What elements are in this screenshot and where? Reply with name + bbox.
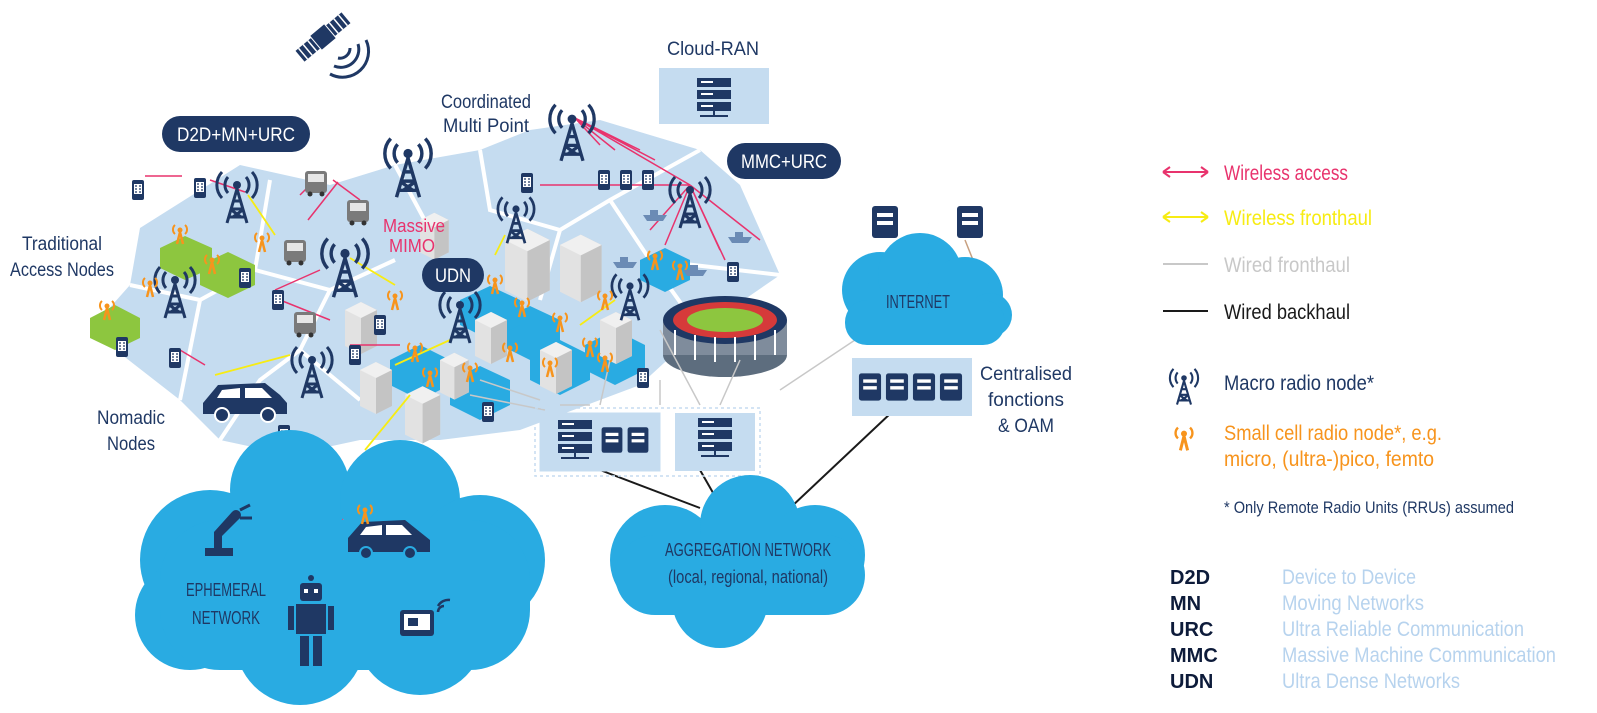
nomadic-label-line1: Nomadic xyxy=(97,408,165,429)
centralised-functions-label: Centralised fonctions & OAM xyxy=(980,364,1072,437)
centralised-line2: fonctions xyxy=(988,390,1064,411)
legend: Wireless access Wireless fronthaul Wired… xyxy=(1162,162,1514,517)
legend-small-cell-icon xyxy=(1174,426,1194,452)
stadium-icon xyxy=(663,296,787,377)
legend-wired-fronthaul-label: Wired fronthaul xyxy=(1224,254,1350,277)
robot-arm-icon xyxy=(205,503,252,556)
internet-label: INTERNET xyxy=(886,292,950,312)
satellite-signal-icon xyxy=(329,39,371,79)
aggregation-network-cloud xyxy=(610,475,865,648)
legend-small-cell-line1: Small cell radio node*, e.g. xyxy=(1224,422,1442,445)
mmc-badge: MMC+URC xyxy=(727,143,841,179)
legend-wired-fronthaul: Wired fronthaul xyxy=(1163,254,1350,277)
legend-wireless-fronthaul: Wireless fronthaul xyxy=(1162,207,1372,230)
wired-fronthaul-lines xyxy=(469,329,856,411)
traditional-label-line1: Traditional xyxy=(22,234,102,255)
abbr-mmc: MMC xyxy=(1170,645,1218,667)
abbr-urc: URC xyxy=(1170,619,1213,641)
traditional-label-line2: Access Nodes xyxy=(10,260,114,281)
abbr-urc-meaning: Ultra Reliable Communication xyxy=(1282,618,1524,641)
ephemeral-network-label: EPHEMERAL NETWORK xyxy=(186,580,266,628)
edge-server-box xyxy=(534,407,761,477)
massive-mimo-line2: MIMO xyxy=(389,236,435,256)
legend-wireless-access: Wireless access xyxy=(1162,162,1348,185)
abbr-d2d: D2D xyxy=(1170,567,1210,589)
robot-icon xyxy=(288,575,334,666)
tv-icon xyxy=(400,598,451,636)
legend-wired-backhaul-label: Wired backhaul xyxy=(1224,301,1350,324)
udn-badge: UDN xyxy=(422,258,484,292)
abbr-udn: UDN xyxy=(1170,671,1213,693)
ephemeral-line1: EPHEMERAL xyxy=(186,580,266,600)
legend-wireless-access-label: Wireless access xyxy=(1224,162,1348,185)
aggregation-network-label: AGGREGATION NETWORK (local, regional, na… xyxy=(665,540,831,587)
internet-server-icon-2 xyxy=(957,206,983,238)
abbr-d2d-meaning: Device to Device xyxy=(1282,566,1416,589)
abbr-udn-meaning: Ultra Dense Networks xyxy=(1282,670,1460,693)
aggregation-line1: AGGREGATION NETWORK xyxy=(665,540,831,560)
abbr-mn: MN xyxy=(1170,593,1201,615)
massive-mimo-line1: Massive xyxy=(383,216,445,236)
d2d-badge-label: D2D+MN+URC xyxy=(177,125,295,146)
centralised-line3: & OAM xyxy=(998,416,1054,437)
udn-badge-label: UDN xyxy=(435,266,471,287)
cloud-ran-box xyxy=(659,68,769,124)
connected-car-icon xyxy=(348,520,430,560)
comp-label-line1: Coordinated xyxy=(441,92,531,113)
legend-macro-tower-icon xyxy=(1168,367,1200,406)
legend-small-cell-line2: micro, (ultra-)pico, femto xyxy=(1224,448,1434,471)
satellite-icon xyxy=(295,12,351,62)
legend-wireless-fronthaul-label: Wireless fronthaul xyxy=(1224,207,1372,230)
ephemeral-network-cloud xyxy=(135,430,545,705)
mmc-badge-label: MMC+URC xyxy=(741,152,827,173)
nomadic-nodes-label: Nomadic Nodes xyxy=(97,408,165,455)
legend-small-cell: Small cell radio node*, e.g. micro, (ult… xyxy=(1174,422,1442,471)
aggregation-line2: (local, regional, national) xyxy=(668,567,828,587)
d2d-badge: D2D+MN+URC xyxy=(162,116,310,152)
cloud-ran-label: Cloud-RAN xyxy=(667,39,759,60)
car-icon xyxy=(203,383,287,423)
legend-wired-backhaul: Wired backhaul xyxy=(1163,301,1350,324)
abbr-mn-meaning: Moving Networks xyxy=(1282,592,1424,615)
massive-mimo-label: Massive MIMO xyxy=(383,216,445,256)
ephemeral-line2: NETWORK xyxy=(192,608,260,628)
internet-server-icon xyxy=(872,206,898,238)
legend-footnote: * Only Remote Radio Units (RRUs) assumed xyxy=(1224,498,1514,517)
centralised-server-box xyxy=(852,358,972,416)
abbr-mmc-meaning: Massive Machine Communication xyxy=(1282,644,1556,667)
internet-cloud xyxy=(842,233,1012,345)
comp-label-line2: Multi Point xyxy=(443,116,530,137)
traditional-access-label: Traditional Access Nodes xyxy=(10,234,114,281)
comp-label: Coordinated Multi Point xyxy=(441,92,531,137)
legend-macro-node: Macro radio node* xyxy=(1168,367,1374,406)
abbreviation-list: D2D Device to Device MN Moving Networks … xyxy=(1170,566,1556,693)
legend-macro-node-label: Macro radio node* xyxy=(1224,372,1374,395)
centralised-line1: Centralised xyxy=(980,364,1072,385)
nomadic-label-line2: Nodes xyxy=(107,434,155,455)
